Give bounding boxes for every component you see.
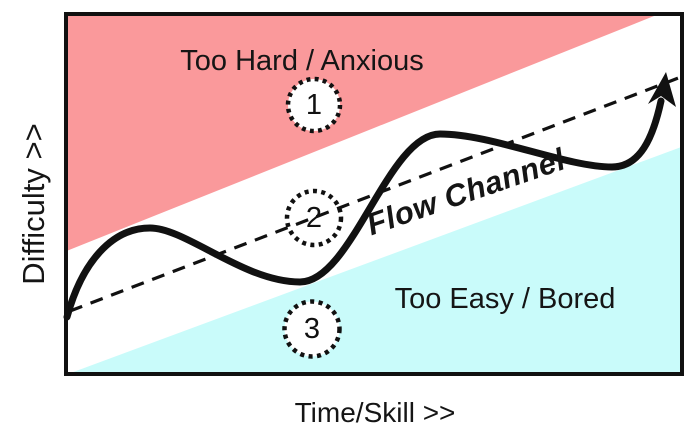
marker-circle-2	[284, 188, 344, 248]
too-easy-region-label: Too Easy / Bored	[394, 283, 616, 315]
marker-circle-3	[282, 299, 342, 359]
marker-circle-1	[285, 76, 343, 134]
arrowhead-icon	[648, 72, 676, 107]
marker-3-number: 3	[303, 313, 321, 345]
x-axis-label: Time/Skill >>	[294, 397, 456, 428]
flow-path-curve	[63, 97, 665, 321]
too-hard-region-label: Too Hard / Anxious	[180, 45, 424, 77]
plot-border	[64, 12, 684, 376]
marker-1-number: 1	[305, 89, 323, 121]
marker-2-number: 2	[305, 202, 323, 234]
y-axis-label: Difficulty >>	[16, 123, 51, 285]
boredom-region-shape	[68, 146, 684, 374]
anxiety-region-shape	[64, 12, 664, 252]
